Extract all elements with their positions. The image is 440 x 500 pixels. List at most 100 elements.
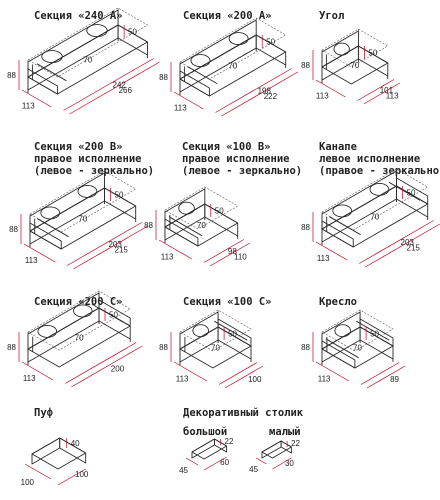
dim-length-1 [67,222,142,266]
table-side [280,440,292,454]
dim-depth [173,361,208,382]
dim-length-1 [63,58,154,111]
dim-depth-label: 113 [23,374,36,383]
dim-length-inner-label: 98 [228,247,237,256]
cushion [228,32,249,46]
armrest [29,222,62,250]
dim-height-label: 88 [301,343,310,352]
dim-inner-label: 70 [75,334,84,343]
title-sekciya-200c: Секция «200 С» [34,296,123,308]
dim-depth-label: 113 [174,104,187,113]
title-sekciya-200b: Секция «200 В»правое исполнение(левое - … [34,141,155,177]
cushion [77,184,98,198]
arm-top [356,320,390,341]
arm-top [168,216,203,237]
arm-top [388,181,421,201]
armrest [27,68,58,95]
bbox-top [179,309,252,352]
pouf-top [31,437,87,470]
dim-depth [21,361,54,381]
dim-length-outer-label: 113 [386,92,399,101]
title-stolik-malyy: малый [269,426,301,438]
dim-depth [315,241,348,261]
bbox-top [29,170,137,233]
armrest [359,318,394,347]
arm-top [37,218,69,238]
dim-length-1 [203,239,244,263]
bbox-top [321,28,389,68]
cushion [41,50,63,64]
dim-depth [23,243,56,263]
armrest [321,340,356,369]
dim-length-2 [209,242,251,267]
backrest [321,311,361,350]
title-sekciya-240a: Секция «240 А» [34,10,123,22]
dim-inner-label: 70 [78,215,87,224]
title-dekorativnyy-stolik: Декоративный столик [183,407,304,419]
dim-length-inner-label: 203 [109,240,123,249]
dim-depth-label: 113 [316,92,329,101]
cushion [369,182,390,196]
cushion [40,206,61,220]
dim-length-1 [215,68,292,113]
bbox-top [321,168,429,231]
arm-top [91,303,124,323]
dim-length-label: 200 [111,365,125,374]
dim-length-2 [73,225,148,270]
dim-seat-label: 50 [370,330,379,339]
bbox-top [27,7,149,78]
armrest [179,70,210,97]
dim-height-label: 22 [225,437,234,446]
dim-length-outer-label: 266 [119,86,133,95]
dim-length-inner-label: 198 [258,87,272,96]
dim-seat-label: 50 [128,28,137,37]
backrest [27,9,119,78]
dim-height-label: 88 [144,221,153,230]
dim-depth [21,89,52,108]
dim-length-1 [218,362,258,385]
dim-height-label: 88 [7,71,16,80]
armrest [321,220,354,248]
backrest [179,19,257,80]
arm-top [325,338,359,359]
dim-depth [255,457,267,465]
title-stolik-bolshoy: большой [183,426,228,438]
dim-length-1 [65,342,137,384]
arm-top [214,320,248,341]
dim-height-label: 88 [301,61,310,70]
dim-length-2 [71,345,143,388]
dim-depth-label: 113 [22,102,35,111]
dim-depth-label: 113 [318,375,331,384]
title-sekciya-100c: Секция «100 С» [183,296,272,308]
dim-length-label: 100 [75,470,89,479]
dim-length [203,456,227,471]
bbox-top [321,309,394,352]
dim-inner-label: 70 [370,213,379,222]
dim-inner-label: 70 [211,344,220,353]
dim-depth-label: 113 [161,253,174,262]
cushion [334,324,351,338]
dim-height-label: 88 [7,343,16,352]
pouf-front [31,437,61,465]
dim-length-inner-label: 101 [380,86,394,95]
dim-depth-label: 113 [25,256,38,265]
backrest [29,172,105,232]
dim-height-label: 88 [9,225,18,234]
dim-length-outer-label: 110 [234,253,247,262]
backrest [27,292,100,350]
backrest [321,170,397,230]
arm-top [36,63,67,82]
dim-length-outer-label: 215 [407,244,421,253]
dim-length-1 [357,79,395,101]
table-front [261,440,282,459]
table-top [261,440,292,459]
